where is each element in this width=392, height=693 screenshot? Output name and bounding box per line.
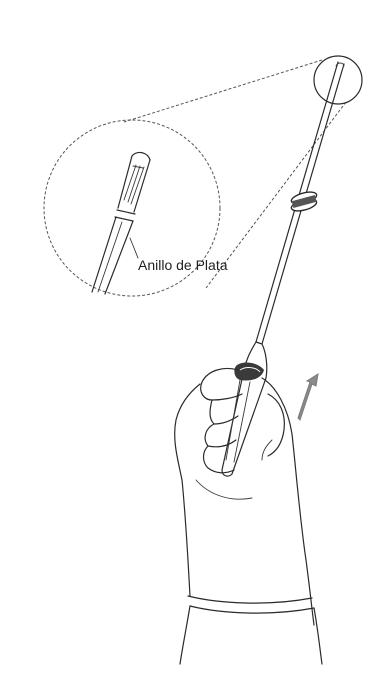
shaft-collar	[290, 190, 318, 213]
upward-arrow-icon	[298, 374, 318, 420]
zoom-guide-lines	[124, 60, 346, 288]
zoom-guide-upper	[124, 60, 322, 122]
callout-label: Anillo de Plata	[138, 257, 228, 273]
wrist-cuff-upper	[188, 596, 312, 603]
callout-pointer	[130, 238, 138, 258]
instrument-handle	[222, 342, 267, 476]
magnified-tip-head	[132, 153, 150, 160]
wrist-cuff-lower	[190, 606, 314, 613]
silver-ring-magnified	[117, 210, 135, 214]
